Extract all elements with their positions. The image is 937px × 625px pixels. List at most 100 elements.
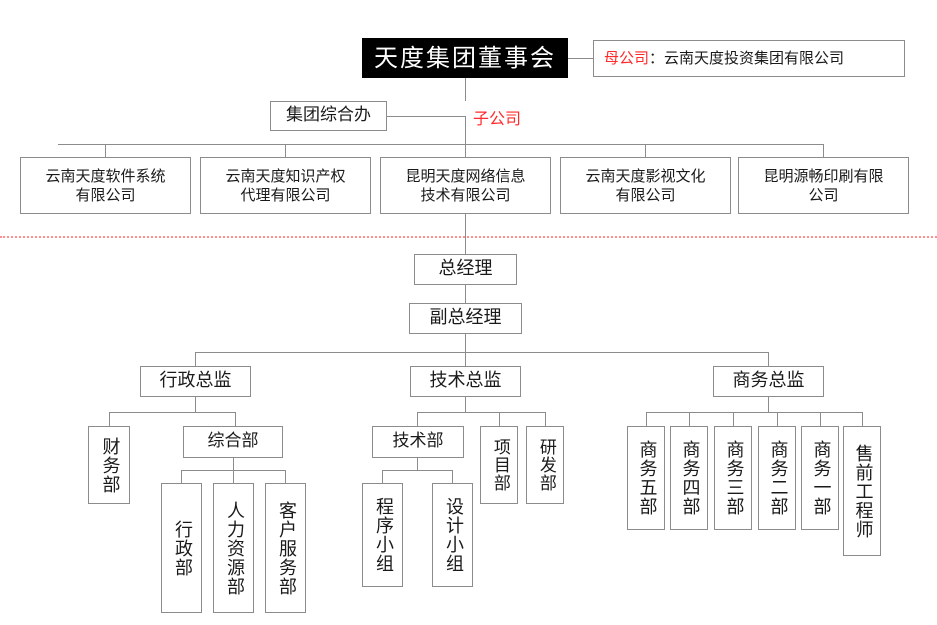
subsidiary-label-1: 云南天度软件系统 有限公司 <box>45 166 166 204</box>
business-unit-label-4: 商务二部 <box>767 440 789 516</box>
subsidiary-label-4: 云南天度影视文化 有限公司 <box>585 166 706 204</box>
subsidiary-box-1: 云南天度软件系统 有限公司 <box>20 157 191 214</box>
business-unit-label-3: 商务三部 <box>723 440 745 516</box>
parent-company-note-box: 母公司：云南天度投资集团有限公司 <box>593 40 905 77</box>
admin-dept-label: 行政部 <box>171 519 193 577</box>
general-affairs-label: 综合部 <box>207 431 259 452</box>
general-manager-box: 总经理 <box>414 254 517 285</box>
tech-branch-bus <box>417 412 545 413</box>
business-drop-5 <box>820 412 821 426</box>
business-unit-label-1: 商务五部 <box>636 440 658 516</box>
general-affairs-drop-1 <box>181 470 182 483</box>
program-team-label: 程序小组 <box>372 497 394 573</box>
tech-dept-drop-1 <box>382 470 383 483</box>
connector-title-down <box>465 78 466 101</box>
business-drop-1 <box>646 412 647 426</box>
director-drop-tech <box>465 352 466 366</box>
tech-drop-project-dept <box>499 412 500 426</box>
rnd-dept-label: 研发部 <box>535 438 556 492</box>
directors-bus <box>195 352 768 353</box>
finance-dept-label: 财务部 <box>99 436 121 494</box>
group-office-label: 集团综合办 <box>286 105 371 126</box>
design-team-label: 设计小组 <box>442 497 464 573</box>
business-unit-label-5: 商务一部 <box>810 440 832 516</box>
tech-dept-box: 技术部 <box>372 426 464 458</box>
subsidiary-drop-2 <box>285 144 286 157</box>
connector-business-director-down <box>768 397 769 412</box>
parent-company-value: ：云南天度投资集团有限公司 <box>649 49 845 68</box>
subsidiary-label-3: 昆明天度网络信息 技术有限公司 <box>405 166 526 204</box>
connector-group-office-to-trunk <box>387 116 465 117</box>
board-title-box: 天度集团董事会 <box>362 38 568 78</box>
business-branch-bus <box>646 412 863 413</box>
business-unit-label-2: 商务四部 <box>679 440 701 516</box>
director-label-admin: 行政总监 <box>159 370 232 392</box>
section-divider <box>0 236 937 238</box>
parent-company-tag: 母公司 <box>604 49 650 68</box>
tech-drop-tech-dept <box>417 412 418 426</box>
subsidiary-box-3: 昆明天度网络信息 技术有限公司 <box>380 157 551 214</box>
connector-trunk-to-subsidiary-bus <box>465 116 466 144</box>
customer-service-dept-box: 客户服务部 <box>265 483 306 613</box>
subsidiary-note-label: 子公司 <box>473 109 522 128</box>
subsidiary-drop-3 <box>465 144 466 157</box>
tech-drop-rnd-dept <box>545 412 546 426</box>
subsidiary-drop-1 <box>105 144 106 157</box>
subsidiary-label-2: 云南天度知识产权 代理有限公司 <box>225 166 346 204</box>
deputy-general-manager-label: 副总经理 <box>429 307 502 329</box>
tech-dept-drop-2 <box>452 470 453 483</box>
hr-dept-label: 人力资源部 <box>223 500 245 596</box>
director-box-tech: 技术总监 <box>410 366 521 397</box>
general-affairs-drop-2 <box>233 470 234 483</box>
director-label-tech: 技术总监 <box>429 370 502 392</box>
subsidiary-bus <box>58 144 823 145</box>
business-unit-box-3: 商务三部 <box>714 426 752 530</box>
deputy-general-manager-box: 副总经理 <box>409 303 522 334</box>
subsidiary-box-2: 云南天度知识产权 代理有限公司 <box>200 157 371 214</box>
customer-service-dept-label: 客户服务部 <box>275 500 297 596</box>
business-unit-box-5: 商务一部 <box>801 426 839 530</box>
connector-divider-to-gm <box>465 214 466 254</box>
director-label-business: 商务总监 <box>732 370 805 392</box>
tech-dept-label: 技术部 <box>392 431 444 452</box>
director-box-admin: 行政总监 <box>140 366 251 397</box>
tech-dept-children-bus <box>382 470 452 471</box>
connector-general-affairs-down <box>233 458 234 470</box>
presales-engineer-label: 售前工程师 <box>852 443 874 539</box>
subsidiary-drop-5 <box>823 144 824 157</box>
connector-admin-director-down <box>195 397 196 412</box>
business-drop-3 <box>733 412 734 426</box>
admin-drop-general-affairs <box>235 412 236 426</box>
finance-dept-box: 财务部 <box>88 426 130 504</box>
group-office-box: 集团综合办 <box>270 101 387 131</box>
subsidiary-drop-4 <box>645 144 646 157</box>
business-drop-2 <box>689 412 690 426</box>
design-team-box: 设计小组 <box>432 483 473 587</box>
general-affairs-box: 综合部 <box>183 426 283 458</box>
project-dept-label: 项目部 <box>489 438 510 492</box>
program-team-box: 程序小组 <box>362 483 403 587</box>
subsidiary-box-5: 昆明源畅印刷有限 公司 <box>738 157 909 214</box>
general-manager-label: 总经理 <box>438 258 493 280</box>
business-drop-4 <box>777 412 778 426</box>
admin-drop-finance <box>109 412 110 426</box>
presales-engineer-box: 售前工程师 <box>843 426 881 556</box>
board-title-label: 天度集团董事会 <box>374 44 556 72</box>
business-unit-box-2: 商务四部 <box>670 426 708 530</box>
rnd-dept-box: 研发部 <box>526 426 564 504</box>
business-unit-box-4: 商务二部 <box>758 426 796 530</box>
director-box-business: 商务总监 <box>713 366 824 397</box>
admin-dept-box: 行政部 <box>161 483 202 613</box>
hr-dept-box: 人力资源部 <box>213 483 254 613</box>
connector-title-to-parent-note <box>568 58 593 59</box>
connector-tech-dept-down <box>417 458 418 470</box>
connector-gm-to-dgm <box>465 285 466 303</box>
connector-tech-director-down <box>465 397 466 412</box>
director-drop-admin <box>195 352 196 366</box>
subsidiary-label-5: 昆明源畅印刷有限 公司 <box>763 166 884 204</box>
general-affairs-drop-3 <box>285 470 286 483</box>
business-unit-box-1: 商务五部 <box>627 426 665 530</box>
subsidiary-box-4: 云南天度影视文化 有限公司 <box>560 157 731 214</box>
connector-dgm-down <box>465 334 466 352</box>
